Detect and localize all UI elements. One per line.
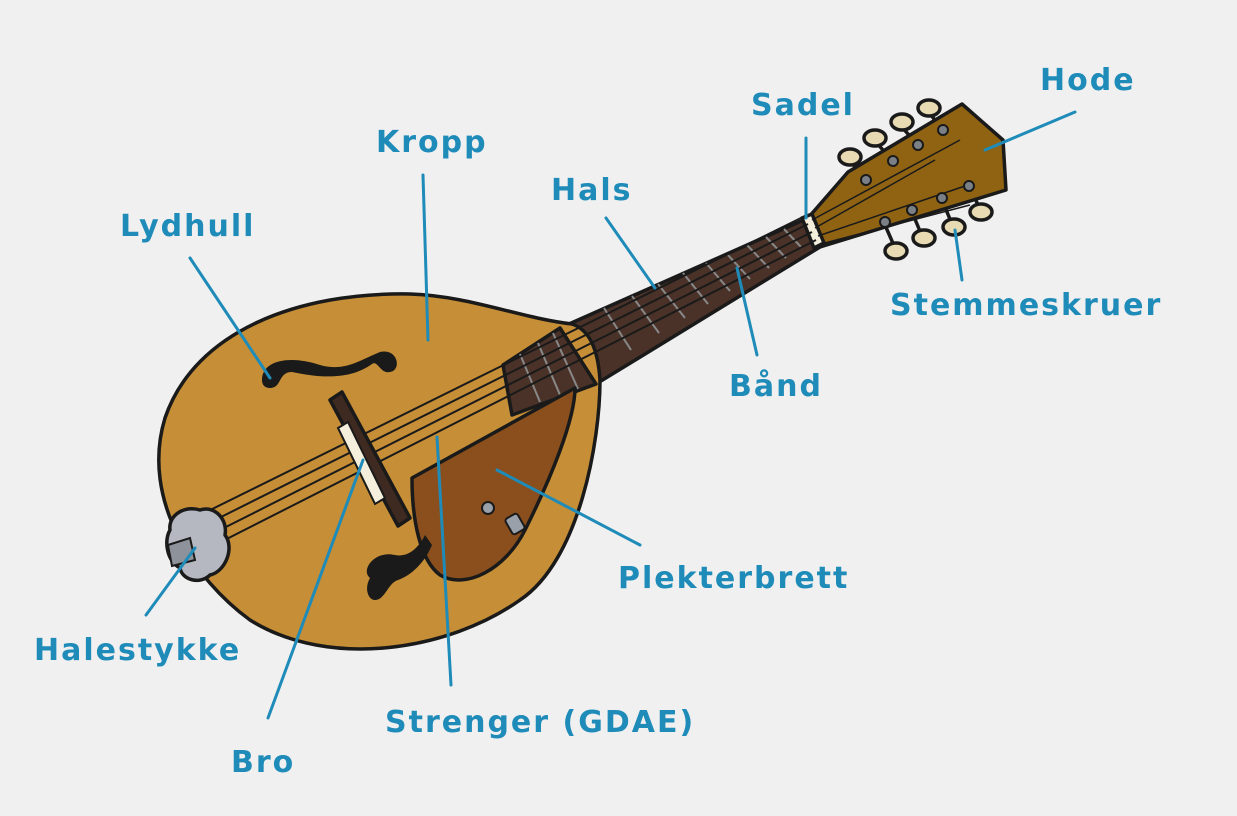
label-kropp: Kropp xyxy=(376,125,488,160)
label-stemmeskruer: Stemmeskruer xyxy=(890,288,1162,323)
leader-strenger xyxy=(435,435,453,687)
leader-hode xyxy=(983,110,1077,152)
sound-hole-lower xyxy=(366,535,432,600)
label-lydhull: Lydhull xyxy=(120,209,255,244)
leader-band xyxy=(735,266,759,357)
label-strenger: Strenger (GDAE) xyxy=(385,705,695,740)
sound-hole-upper xyxy=(262,351,397,388)
label-halestykke: Halestykke xyxy=(34,633,241,668)
mandolin-illustration xyxy=(157,98,1008,651)
leader-kropp xyxy=(421,173,430,342)
leader-lines xyxy=(144,110,1077,720)
string-posts xyxy=(860,124,975,228)
labels: Hode Sadel Kropp Hals Lydhull Stemmeskru… xyxy=(34,63,1162,780)
label-sadel: Sadel xyxy=(751,88,855,123)
tuning-pegs-top xyxy=(837,98,945,182)
label-bro: Bro xyxy=(231,745,295,780)
label-hals: Hals xyxy=(551,173,633,208)
tuning-pegs-bottom xyxy=(883,185,994,261)
leader-plekterbrett xyxy=(495,468,642,547)
leader-stemmeskruer xyxy=(953,228,964,282)
leader-lydhull xyxy=(188,256,272,380)
label-hode: Hode xyxy=(1040,63,1136,98)
strings xyxy=(189,139,971,551)
neck xyxy=(558,216,822,386)
label-plekterbrett: Plekterbrett xyxy=(618,561,849,596)
leader-bro xyxy=(266,458,365,720)
pickguard xyxy=(410,386,577,582)
leader-halestykke xyxy=(144,546,197,617)
label-band: Bånd xyxy=(729,368,823,404)
leader-hals xyxy=(604,216,657,290)
